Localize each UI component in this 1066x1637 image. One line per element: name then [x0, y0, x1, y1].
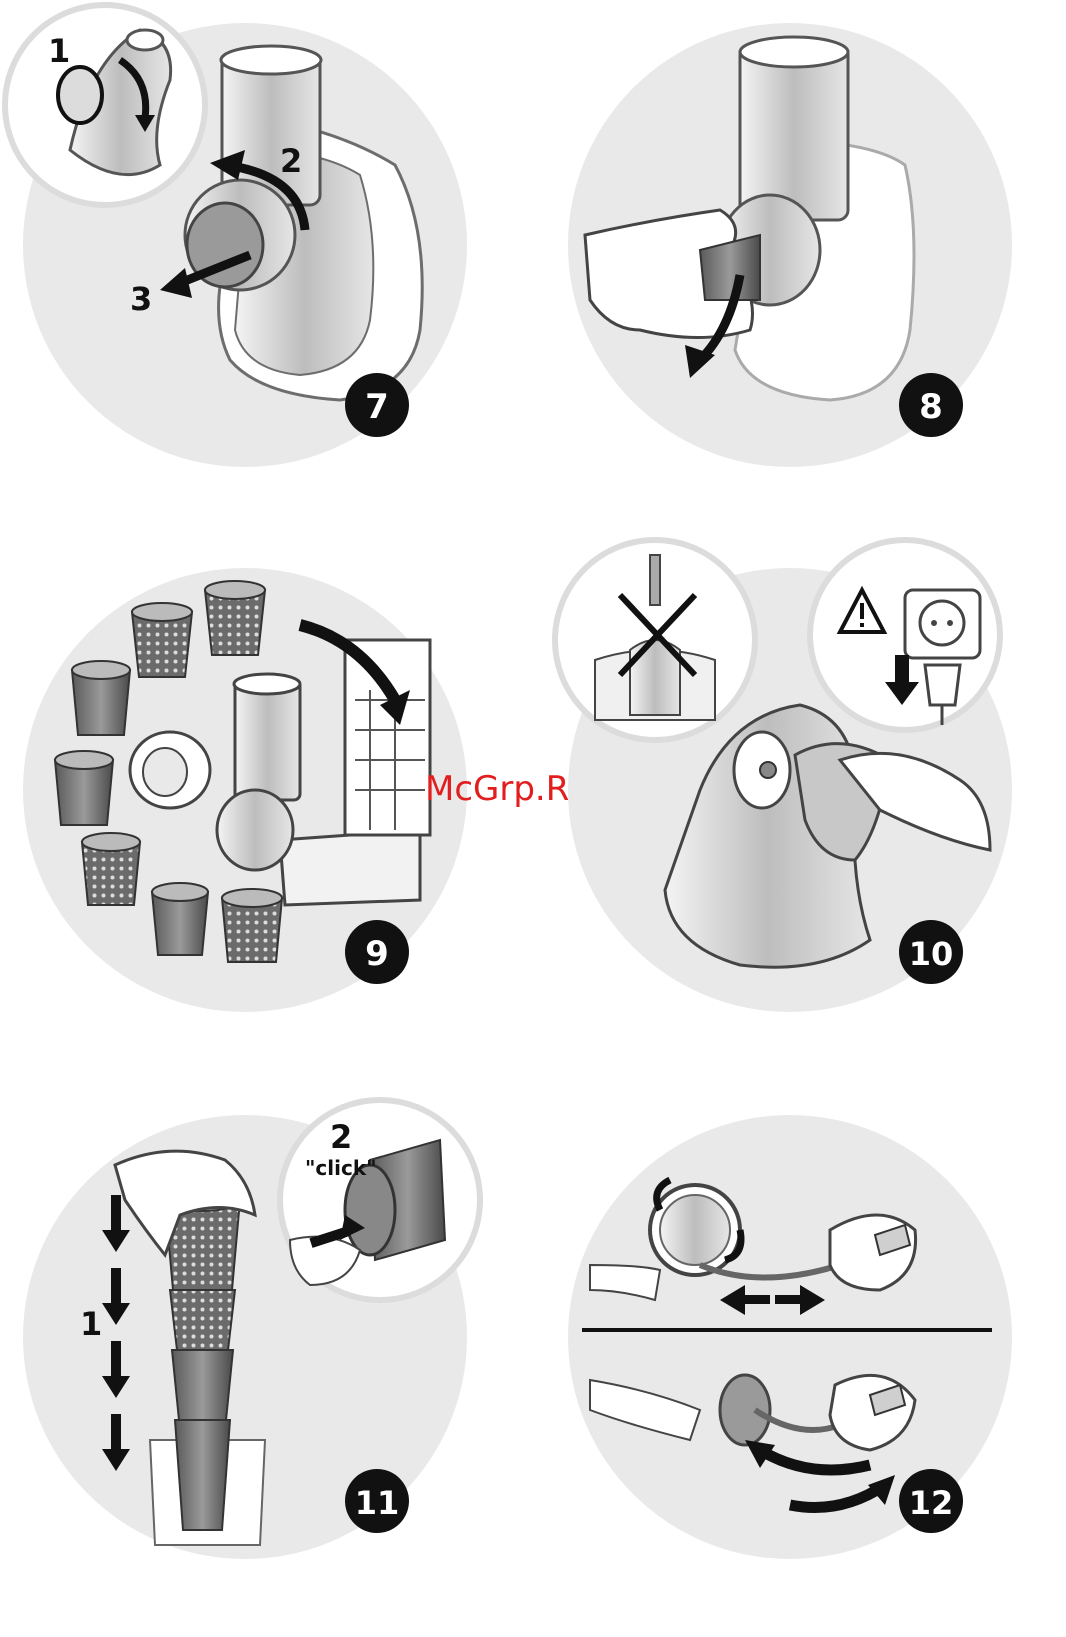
step-7-callout-2: 2	[280, 142, 302, 180]
step-9-badge: 9	[345, 920, 409, 984]
step-8-badge: 8	[899, 373, 963, 437]
step-10-unplug-inset	[810, 540, 1000, 730]
watermark-text: McGrp.Ru	[425, 769, 589, 809]
step-7-callout-1: 1	[48, 32, 70, 70]
step-7-number: 7	[365, 387, 389, 427]
step-7-inset	[5, 5, 205, 205]
step-7-callout-3: 3	[130, 280, 152, 318]
step-11-click-label: "click"	[305, 1156, 377, 1180]
step-10-number: 10	[909, 935, 954, 973]
step-7-badge: 7	[345, 373, 409, 437]
step-11-callout-1: 1	[80, 1305, 102, 1343]
step-9-number: 9	[365, 934, 389, 974]
step-11-number: 11	[355, 1484, 400, 1522]
step-12-badge: 12	[899, 1469, 963, 1533]
step-12-number: 12	[909, 1484, 954, 1522]
step-8-number: 8	[919, 387, 943, 427]
step-11-badge: 11	[345, 1469, 409, 1533]
step-10-badge: 10	[899, 920, 963, 984]
step-11-inset	[280, 1100, 480, 1300]
step-10-no-water-inset	[555, 540, 755, 740]
step-11-callout-2: 2	[330, 1118, 352, 1156]
